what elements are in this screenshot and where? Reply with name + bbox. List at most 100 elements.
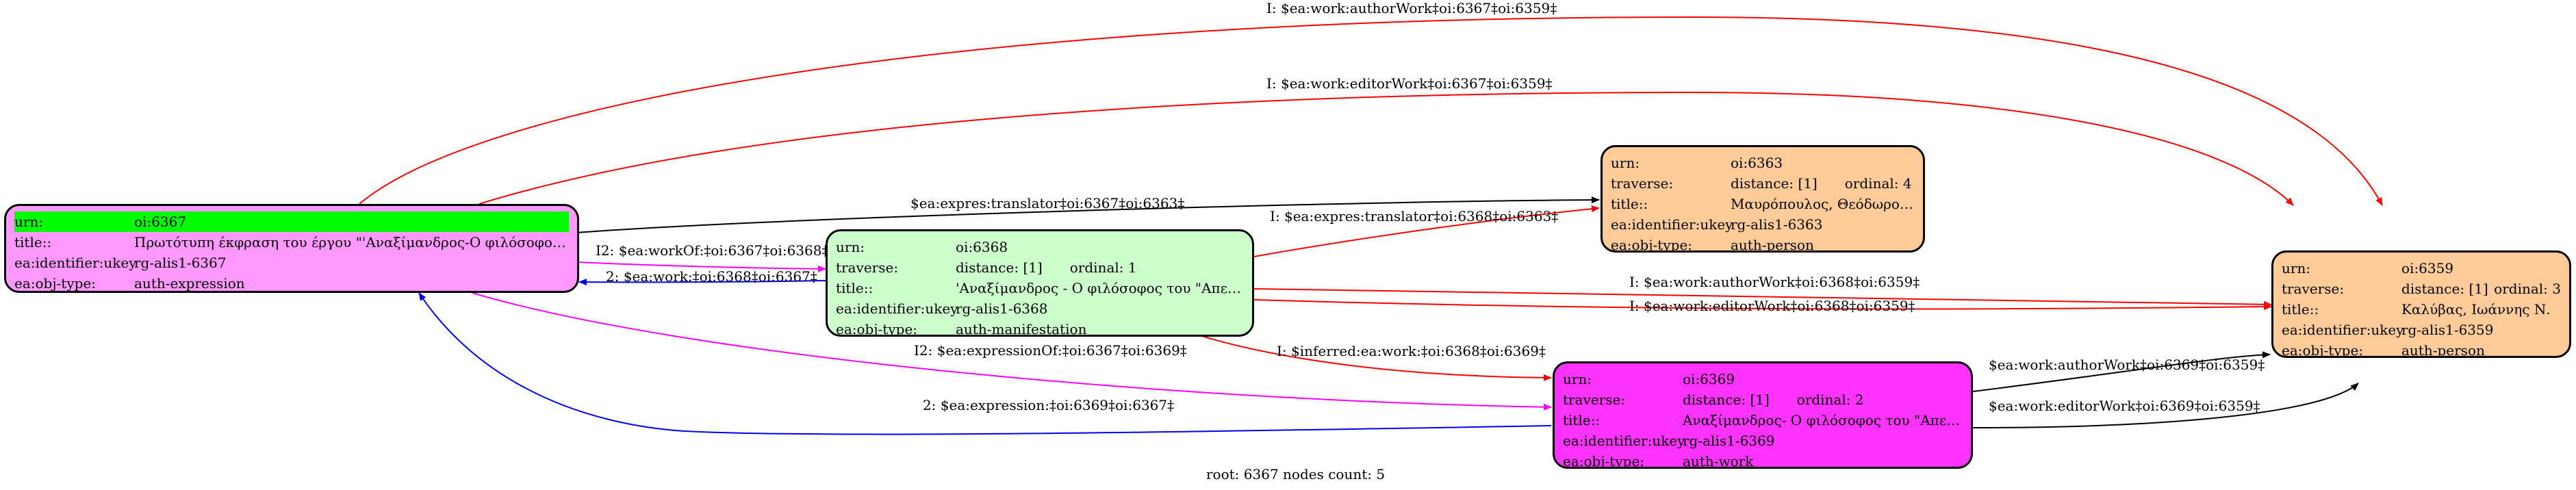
field-value: rg-alis1-6359	[2401, 322, 2494, 338]
edge-editor-work-6368-6359	[1253, 299, 2272, 311]
field-value-ordinal: ordinal: 1	[1069, 259, 1137, 276]
node-row-traverse: traverse: distance: [1] ordinal: 4	[1611, 173, 1915, 194]
edge-label: $ea:expres:translator‡oi:6367‡oi:6363‡	[910, 195, 1184, 211]
field-value: auth-person	[1731, 237, 1814, 253]
field-key: title::	[836, 280, 873, 296]
field-key: ea:identifier:ukey	[14, 255, 137, 271]
edge-author-work-6368-6359	[1253, 288, 2272, 308]
field-value: distance: [1]	[1731, 175, 1818, 192]
field-value: rg-alis1-6363	[1731, 216, 1823, 233]
field-key: urn:	[14, 214, 44, 230]
field-value: oi:6363	[1731, 155, 1783, 171]
edge-label: 2: $ea:work:‡oi:6368‡oi:6367‡	[606, 268, 817, 285]
edge-author-work-6369-6359	[1972, 351, 2271, 392]
node-row-title: title:: 'Αναξίμανδρος - Ο φιλόσοφος του …	[836, 278, 1244, 298]
field-value-ordinal: ordinal: 4	[1844, 175, 1912, 192]
node-row-traverse: traverse: distance: [1] ordinal: 2	[1563, 389, 1963, 410]
field-key: urn:	[2282, 260, 2311, 276]
field-value: auth-person	[2401, 342, 2485, 358]
edge-expression-6369-6367	[418, 292, 1552, 435]
edge-label: I2: $ea:workOf:‡oi:6367‡oi:6368‡	[596, 242, 828, 259]
field-value: distance: [1]	[2401, 281, 2488, 297]
field-value-ordinal: ordinal: 2	[1796, 391, 1864, 408]
node-row-identifier: ea:identifier:ukey rg-alis1-6359	[2282, 320, 2561, 340]
field-key: ea:obj-type:	[2282, 342, 2364, 358]
edge-author-work-6367-6359	[359, 16, 2383, 206]
field-value: rg-alis1-6369	[1683, 433, 1775, 449]
field-value: rg-alis1-6367	[134, 255, 227, 271]
node-row-urn: urn: oi:6363	[1611, 153, 1915, 173]
field-value: oi:6359	[2401, 260, 2454, 276]
node-row-obj-type: ea:obj-type: auth-manifestation	[836, 319, 1244, 337]
edge-editor-work-6367-6359	[479, 91, 2294, 206]
node-row-title: title:: Καλύβας, Ιωάννης Ν.	[2282, 299, 2561, 320]
node-row-identifier: ea:identifier:ukey rg-alis1-6368	[836, 298, 1244, 319]
field-value: auth-expression	[134, 275, 245, 292]
field-key: urn:	[836, 239, 865, 255]
field-value: Μαυρόπουλος, Θεόδωρος Γ.	[1731, 196, 1915, 212]
field-key: title::	[1611, 196, 1648, 212]
graph-footer-caption: root: 6367 nodes count: 5	[1206, 466, 1386, 482]
edge-work-of-6367-6368	[576, 261, 826, 272]
field-value: Αναξίμανδρος- Ο φιλόσοφος του "Απείρου"	[1683, 412, 1963, 428]
node-row-title: title:: Πρωτότυπη έκφραση του έργου "'Αν…	[14, 232, 569, 253]
edge-label: I: $ea:work:authorWork‡oi:6368‡oi:6359‡	[1629, 274, 1920, 290]
field-key: ea:identifier:ukey	[1563, 433, 1685, 449]
field-value: distance: [1]	[956, 259, 1043, 276]
field-value: oi:6367	[134, 214, 187, 230]
edge-label: $ea:work:authorWork‡oi:6369‡oi:6359‡	[1989, 357, 2265, 373]
field-key: ea:obj-type:	[1563, 453, 1645, 469]
node-oi-6368[interactable]: urn: oi:6368 traverse: distance: [1] ord…	[826, 229, 1254, 337]
node-row-identifier: ea:identifier:ukey rg-alis1-6369	[1563, 430, 1963, 451]
field-value: rg-alis1-6368	[956, 300, 1048, 317]
node-row-urn: urn: oi:6369	[1563, 369, 1963, 389]
edge-label: 2: $ea:expression:‡oi:6369‡oi:6367‡	[923, 397, 1174, 413]
node-oi-6363[interactable]: urn: oi:6363 traverse: distance: [1] ord…	[1601, 145, 1925, 253]
edge-label: I: $ea:work:editorWork‡oi:6368‡oi:6359‡	[1629, 298, 1915, 314]
edge-label: $ea:work:editorWork‡oi:6369‡oi:6359‡	[1989, 398, 2260, 414]
edge-translator-6367-6363	[576, 196, 1600, 233]
node-row-identifier: ea:identifier:ukey rg-alis1-6367	[14, 253, 569, 273]
field-value-ordinal: ordinal: 3	[2494, 281, 2561, 297]
field-value: Καλύβας, Ιωάννης Ν.	[2401, 301, 2551, 318]
node-row-traverse: traverse: distance: [1] ordinal: 1	[836, 257, 1244, 278]
field-value: oi:6369	[1683, 371, 1735, 387]
node-row-obj-type: ea:obj-type: auth-person	[1611, 235, 1915, 253]
node-oi-6359[interactable]: urn: oi:6359 traverse: distance: [1] ord…	[2271, 250, 2571, 358]
field-key: ea:identifier:ukey	[836, 300, 958, 317]
node-row-urn: urn: oi:6367	[14, 211, 569, 232]
field-key: traverse:	[2282, 281, 2345, 297]
node-oi-6367[interactable]: urn: oi:6367 title:: Πρωτότυπη έκφραση τ…	[4, 204, 579, 293]
node-row-identifier: ea:identifier:ukey rg-alis1-6363	[1611, 214, 1915, 235]
node-row-urn: urn: oi:6359	[2282, 258, 2561, 279]
field-key: ea:identifier:ukey	[2282, 322, 2404, 338]
node-row-traverse: traverse: distance: [1] ordinal: 3	[2282, 279, 2561, 299]
edge-inferred-work-6368-6369	[1199, 335, 1552, 381]
field-key: urn:	[1611, 155, 1640, 171]
node-oi-6369[interactable]: urn: oi:6369 traverse: distance: [1] ord…	[1553, 361, 1973, 469]
node-row-obj-type: ea:obj-type: auth-work	[1563, 451, 1963, 469]
edge-label: I: $ea:work:editorWork‡oi:6367‡oi:6359‡	[1266, 75, 1553, 92]
edge-expression-of-6367-6369	[472, 292, 1552, 411]
node-row-title: title:: Αναξίμανδρος- Ο φιλόσοφος του "Α…	[1563, 410, 1963, 430]
edge-label: I: $ea:expres:translator‡oi:6368‡oi:6363…	[1270, 208, 1558, 224]
node-row-urn: urn: oi:6368	[836, 237, 1244, 257]
field-value: distance: [1]	[1683, 391, 1770, 408]
field-key: traverse:	[1563, 391, 1626, 408]
field-value: auth-work	[1683, 453, 1754, 469]
field-key: ea:obj-type:	[1611, 237, 1693, 253]
field-key: ea:identifier:ukey	[1611, 216, 1733, 233]
field-key: traverse:	[1611, 175, 1674, 192]
node-row-obj-type: ea:obj-type: auth-expression	[14, 273, 569, 292]
edge-label: I2: $ea:expressionOf:‡oi:6367‡oi:6369‡	[914, 342, 1187, 359]
edge-label: I: $inferred:ea:work:‡oi:6368‡oi:6369‡	[1277, 343, 1546, 359]
field-key: ea:obj-type:	[14, 275, 97, 292]
node-row-obj-type: ea:obj-type: auth-person	[2282, 340, 2561, 358]
field-key: title::	[14, 234, 52, 250]
field-key: traverse:	[836, 259, 899, 276]
field-value: 'Αναξίμανδρος - Ο φιλόσοφος του "Απείρου…	[956, 280, 1244, 296]
field-key: title::	[2282, 301, 2319, 318]
field-value: auth-manifestation	[956, 321, 1087, 337]
field-value: oi:6368	[956, 239, 1008, 255]
